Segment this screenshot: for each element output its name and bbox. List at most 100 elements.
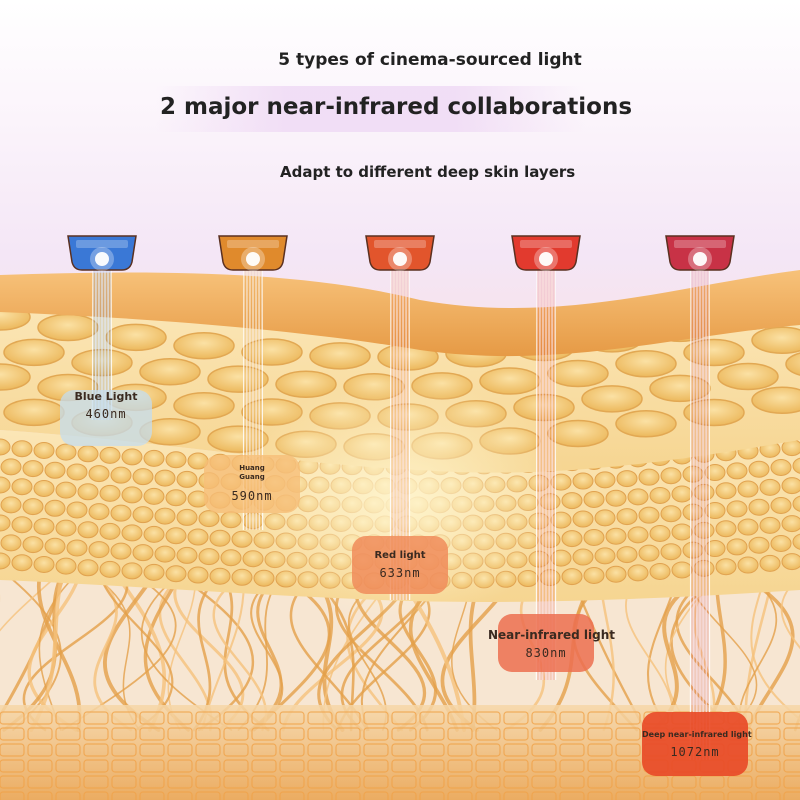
base-grid-cell: [419, 759, 445, 773]
base-grid-cell: [195, 759, 221, 773]
skin-cell-small: [66, 463, 88, 481]
skin-cell: [615, 350, 677, 378]
base-grid-cell: [195, 775, 221, 789]
base-grid-cell: [727, 791, 753, 800]
base-grid-cell: [83, 791, 109, 800]
base-grid-cell: [167, 775, 193, 789]
base-grid-cell: [587, 759, 613, 773]
skin-cell-small: [781, 515, 800, 533]
base-grid-cell: [363, 711, 389, 725]
base-grid-cell: [615, 711, 641, 725]
skin-cell: [241, 338, 303, 366]
skin-cell: [785, 352, 800, 376]
skin-cell-small: [66, 501, 88, 519]
skin-cell-small: [792, 533, 800, 550]
skin-cell-small: [55, 481, 77, 499]
skin-cell-small: [99, 560, 121, 578]
skin-cell-small: [187, 566, 209, 584]
base-grid-cell: [503, 775, 529, 789]
label-near-infrared-wavelength: 830nm: [525, 646, 567, 660]
skin-cell-small: [759, 516, 781, 534]
skin-cell-small: [33, 479, 55, 497]
skin-cell-small: [627, 488, 649, 506]
skin-cell-small: [671, 485, 693, 503]
base-grid-cell: [419, 791, 445, 800]
skin-cell-small: [748, 498, 770, 516]
collagen-fiber: [0, 574, 59, 632]
skin-cell-small: [0, 534, 22, 552]
base-grid-cell: [475, 775, 501, 789]
skin-cell-small: [132, 506, 154, 524]
skin-cell-small: [33, 441, 55, 459]
base-grid-cell: [195, 791, 221, 800]
skin-cell-small: [737, 480, 759, 498]
skin-cell-small: [737, 556, 759, 574]
base-grid-cell: [783, 743, 800, 757]
light-emitters: [67, 235, 735, 271]
base-grid-cell: [475, 727, 501, 741]
base-grid-cell: [783, 759, 800, 773]
skin-cell: [513, 393, 575, 422]
base-grid-cell: [27, 791, 53, 800]
skin-cell-small: [770, 458, 792, 476]
skin-cell-small: [220, 549, 242, 567]
base-grid-cell: [139, 727, 165, 741]
base-grid-cell: [531, 759, 557, 773]
skin-cell-small: [660, 467, 682, 485]
base-grid-cell: [391, 743, 417, 757]
label-deep-near-infrared-name: Deep near-infrared light: [642, 730, 752, 739]
base-grid-cell: [55, 775, 81, 789]
base-grid-cell: [335, 711, 361, 725]
label-deep-near-infrared: Deep near-infrared light 1072nm: [642, 712, 752, 776]
skin-cell-small: [0, 458, 22, 476]
headline-cinema-light: 5 types of cinema-sourced light: [278, 50, 582, 70]
base-grid-cell: [223, 711, 249, 725]
skin-cell: [615, 410, 677, 438]
skin-cell-small: [704, 464, 726, 482]
skin-cell-small: [759, 554, 781, 572]
base-grid-cell: [531, 711, 557, 725]
skin-cell-small: [638, 544, 660, 562]
base-grid-cell: [447, 727, 473, 741]
label-blue-light: Blue Light 460nm: [60, 390, 152, 446]
skin-cell-small: [44, 537, 66, 555]
skin-cell: [479, 367, 541, 395]
skin-cell: [37, 313, 99, 342]
skin-cell-small: [792, 495, 800, 512]
base-grid-cell: [503, 711, 529, 725]
base-grid-cell: [699, 775, 725, 789]
base-grid-cell: [111, 775, 137, 789]
label-blue-light-wavelength: 460nm: [85, 407, 127, 421]
skin-cell-small: [110, 466, 132, 484]
base-grid-cell: [335, 791, 361, 800]
skin-cell-small: [22, 498, 44, 516]
skin-cell-small: [231, 568, 253, 586]
base-grid-cell: [55, 743, 81, 757]
skin-cell-small: [110, 542, 132, 560]
emitter-led: [693, 252, 707, 266]
label-red-light-name: Red light: [374, 550, 426, 561]
base-grid-cell: [251, 727, 277, 741]
skin-cell-small: [121, 448, 143, 466]
base-grid-cell: [363, 775, 389, 789]
skin-cell-small: [561, 568, 583, 586]
skin-cell: [105, 323, 167, 352]
base-grid-cell: [783, 711, 800, 725]
skin-cell-small: [616, 470, 638, 488]
base-grid-cell: [27, 759, 53, 773]
skin-cell-small: [605, 527, 627, 545]
base-grid-cell: [587, 775, 613, 789]
label-red-light: Red light 633nm: [352, 536, 448, 594]
label-huang-guang: Huang Guang 590nm: [204, 455, 300, 513]
skin-cell: [173, 391, 235, 420]
skin-cell-small: [726, 500, 748, 518]
skin-cell-small: [176, 470, 198, 488]
base-grid-cell: [223, 791, 249, 800]
base-grid-cell: [699, 791, 725, 800]
skin-cell-small: [55, 443, 77, 461]
skin-cell: [581, 385, 643, 413]
base-grid-cell: [335, 775, 361, 789]
base-grid-cell: [755, 743, 781, 757]
skin-cell-small: [627, 564, 649, 582]
